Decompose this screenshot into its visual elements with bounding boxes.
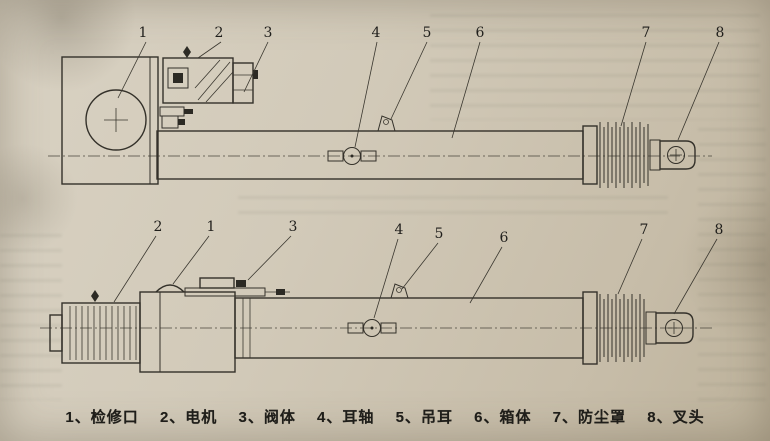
caption-separator: 、 bbox=[483, 409, 500, 426]
caption-label: 吊耳 bbox=[420, 409, 453, 426]
cylinder-body bbox=[156, 130, 584, 180]
side-leaders bbox=[113, 235, 718, 319]
side-view-drawing: 2 1 3 4 5 6 7 8 bbox=[40, 219, 724, 373]
caption-num: 7 bbox=[552, 409, 563, 426]
motor-terminal-box bbox=[167, 67, 189, 89]
caption-item: 6、箱体 bbox=[474, 406, 531, 427]
caption-separator: 、 bbox=[247, 409, 264, 426]
caption-separator: 、 bbox=[404, 409, 421, 426]
caption-num: 3 bbox=[238, 409, 248, 426]
end-flange bbox=[582, 291, 598, 365]
caption-num: 1 bbox=[65, 409, 75, 426]
motor-fitting-plug bbox=[184, 109, 193, 114]
valve-body bbox=[184, 277, 290, 297]
side-callout-8: 8 bbox=[715, 222, 724, 238]
caption-item: 1、检修口 bbox=[65, 406, 138, 427]
valve-body bbox=[232, 62, 254, 104]
lifting-lug bbox=[390, 283, 409, 299]
caption-label: 电机 bbox=[185, 409, 218, 426]
caption-item: 3、阀体 bbox=[238, 406, 295, 427]
caption-num: 8 bbox=[647, 409, 657, 426]
cylinder-joint-lines bbox=[242, 298, 251, 358]
trunnion bbox=[327, 147, 377, 165]
top-callout-6: 6 bbox=[476, 25, 485, 41]
caption-num: 5 bbox=[395, 409, 405, 426]
side-callout-2: 2 bbox=[154, 219, 163, 235]
fork-head bbox=[645, 311, 694, 345]
top-callout-7: 7 bbox=[642, 25, 651, 41]
figure-caption: 1、检修口 2、电机 3、阀体 4、耳轴 5、吊耳 6、箱体 7、防尘罩 8、叉… bbox=[0, 406, 770, 427]
caption-num: 4 bbox=[317, 409, 327, 426]
caption-item: 2、电机 bbox=[160, 406, 217, 427]
fork-head bbox=[649, 139, 696, 171]
caption-item: 4、耳轴 bbox=[317, 406, 374, 427]
caption-label: 防尘罩 bbox=[578, 409, 627, 426]
caption-label: 耳轴 bbox=[342, 409, 375, 426]
trunnion bbox=[347, 319, 397, 337]
orientation-marker bbox=[91, 290, 99, 302]
caption-item: 8、叉头 bbox=[647, 406, 704, 427]
dust-cover-bellows bbox=[599, 122, 649, 188]
caption-label: 阀体 bbox=[263, 409, 296, 426]
side-callout-3: 3 bbox=[289, 219, 298, 235]
caption-separator: 、 bbox=[562, 409, 579, 426]
side-callout-4: 4 bbox=[395, 222, 404, 238]
top-callout-2: 2 bbox=[215, 25, 224, 41]
caption-label: 叉头 bbox=[672, 409, 705, 426]
side-callout-5: 5 bbox=[435, 226, 444, 242]
gearbox-housing bbox=[139, 291, 236, 373]
top-callout-3: 3 bbox=[264, 25, 273, 41]
side-callout-6: 6 bbox=[500, 230, 509, 246]
caption-label: 箱体 bbox=[499, 409, 532, 426]
top-callout-5: 5 bbox=[423, 25, 432, 41]
motor-hatch bbox=[194, 59, 234, 103]
orientation-marker bbox=[183, 46, 191, 58]
inspection-port-centermark bbox=[104, 108, 128, 132]
motor-fitting-plug bbox=[178, 119, 185, 125]
valve-body-lines bbox=[233, 74, 253, 91]
caption-separator: 、 bbox=[656, 409, 673, 426]
side-callout-7: 7 bbox=[640, 222, 649, 238]
caption-item: 7、防尘罩 bbox=[553, 406, 626, 427]
motor-fitting bbox=[161, 115, 179, 129]
caption-num: 6 bbox=[474, 409, 484, 426]
inspection-port-dome bbox=[155, 284, 185, 293]
dust-cover-bellows bbox=[599, 294, 645, 362]
lifting-lug bbox=[377, 115, 396, 132]
end-flange bbox=[582, 125, 598, 185]
motor-terminal-detail bbox=[173, 73, 183, 83]
side-callout-1: 1 bbox=[207, 219, 216, 235]
housing-box bbox=[61, 56, 159, 185]
motor bbox=[49, 290, 141, 364]
top-leaders bbox=[117, 41, 720, 148]
top-callout-4: 4 bbox=[372, 25, 381, 41]
top-view-drawing: 1 2 3 4 5 6 7 8 bbox=[48, 25, 724, 188]
caption-item: 5、吊耳 bbox=[396, 406, 453, 427]
caption-separator: 、 bbox=[74, 409, 91, 426]
top-callout-1: 1 bbox=[139, 25, 148, 41]
caption-separator: 、 bbox=[169, 409, 186, 426]
valve-port bbox=[253, 70, 258, 79]
caption-separator: 、 bbox=[326, 409, 343, 426]
caption-num: 2 bbox=[159, 409, 170, 426]
caption-label: 检修口 bbox=[90, 409, 139, 426]
top-callout-8: 8 bbox=[716, 25, 725, 41]
inspection-port bbox=[85, 89, 147, 151]
motor-fitting bbox=[159, 106, 185, 117]
